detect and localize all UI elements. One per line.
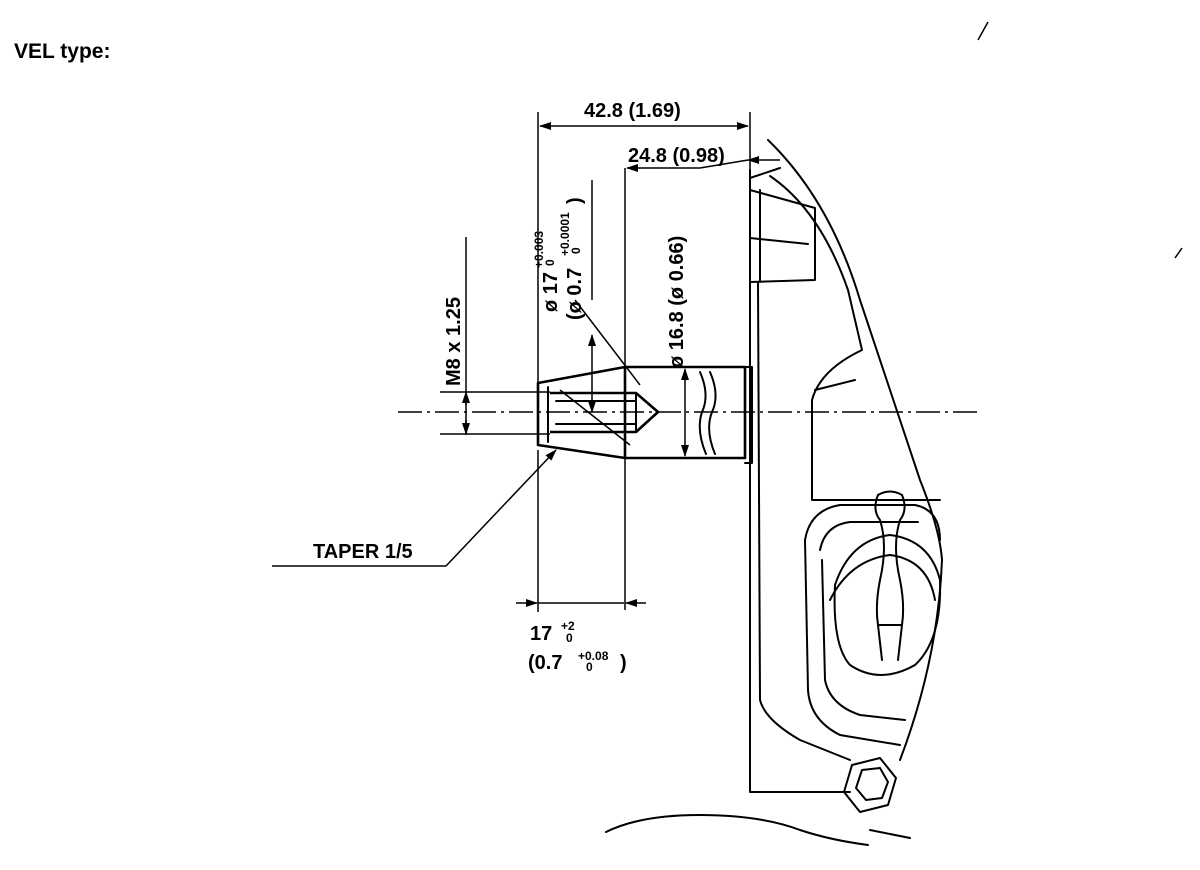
taper-diameter-inch-tol-lower: 0 bbox=[569, 247, 583, 254]
thread-depth-text: 17 +2 0 (0.7 +0.08 0 ) bbox=[528, 619, 627, 674]
taper-diameter-inch: (ø 0.7 bbox=[564, 268, 586, 320]
taper-diameter-main: ø 17 bbox=[540, 272, 562, 312]
taper-diameter-inch-tol-upper: +0.0001 bbox=[558, 212, 572, 256]
dim-thread bbox=[440, 237, 550, 435]
engine-body bbox=[605, 139, 943, 846]
thread-depth-inch-tol-lower: 0 bbox=[586, 660, 593, 674]
taper-diameter-text: ø 17 +0.003 0 (ø 0.7 +0.0001 0 ) bbox=[532, 197, 586, 320]
thread-depth-main: 17 bbox=[530, 623, 552, 645]
stray-mark bbox=[977, 21, 989, 41]
taper-diameter-tol-lower: 0 bbox=[543, 259, 557, 266]
thread-depth-inch-close: ) bbox=[620, 652, 627, 674]
thread-depth-inch-tol-upper: +0.08 bbox=[578, 649, 609, 663]
dim-shaft-length bbox=[624, 156, 780, 610]
thread-depth-inch-open: (0.7 bbox=[528, 652, 562, 674]
overall-length-label: 42.8 (1.69) bbox=[584, 100, 681, 122]
page-title: VEL type: bbox=[14, 40, 110, 63]
crankshaft bbox=[536, 365, 753, 464]
thread-label: M8 x 1.25 bbox=[443, 297, 465, 386]
dim-thread-depth bbox=[516, 450, 646, 612]
thread-depth-tol-upper: +2 bbox=[561, 619, 575, 633]
shaft-length-label: 24.8 (0.98) bbox=[628, 145, 725, 167]
shaft-diameter-label: ø 16.8 (ø 0.66) bbox=[666, 236, 688, 368]
thread-depth-tol-lower: 0 bbox=[566, 631, 573, 645]
taper-label: TAPER 1/5 bbox=[313, 541, 413, 563]
taper-diameter-tol-upper: +0.003 bbox=[532, 231, 546, 268]
taper-diameter-inch-close: ) bbox=[564, 197, 586, 204]
stray-mark bbox=[1174, 247, 1183, 259]
dim-taper-diameter bbox=[559, 180, 641, 446]
